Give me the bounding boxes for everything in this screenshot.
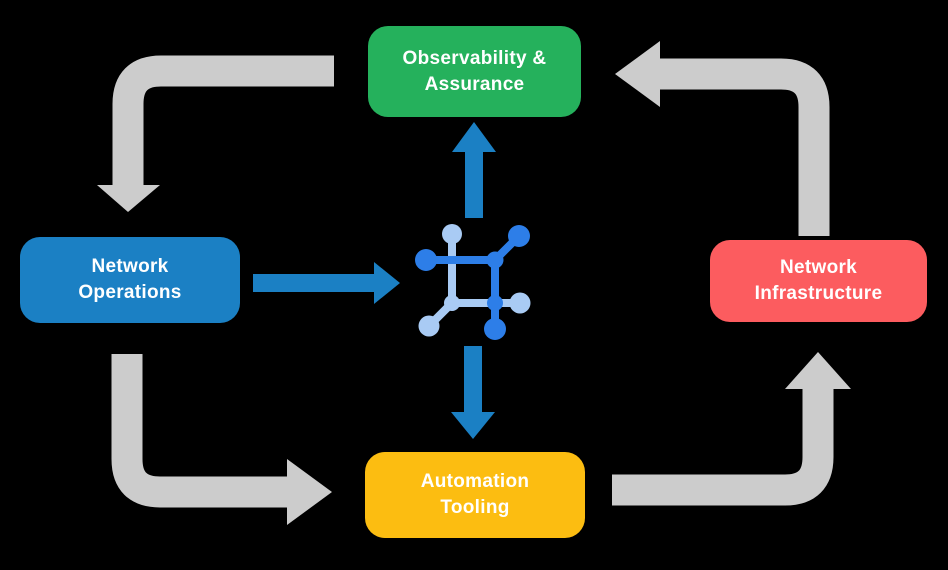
arrow-infrastructure-to-observability (615, 41, 830, 236)
node-network-infrastructure: Network Infrastructure (710, 240, 927, 322)
arrow-head (374, 262, 400, 304)
arrow-head (452, 122, 496, 152)
arrow-elbow (612, 389, 834, 506)
icon-dark-dots (415, 225, 530, 340)
network-mesh-icon (415, 224, 531, 340)
icon-node-top (442, 224, 462, 244)
icon-light-dots (418, 224, 531, 337)
node-label-line1: Automation (420, 471, 530, 492)
node-label-line2: Infrastructure (754, 283, 883, 304)
node-label-line1: Network (779, 257, 858, 278)
icon-node-bottom-left (418, 315, 440, 337)
arrow-head (785, 352, 851, 389)
node-label-line2: Tooling (440, 497, 510, 518)
arrow-observability-to-operations (97, 55, 334, 212)
arrow-head (615, 41, 660, 107)
arrow-elbow (112, 55, 334, 186)
icon-junction-bottom-right (487, 295, 503, 311)
arrow-head (97, 185, 160, 212)
arrow-operations-to-tooling (111, 354, 332, 525)
arrow-elbow (111, 354, 288, 508)
arrow-center-to-observability (452, 122, 496, 218)
icon-junction-top-right (486, 251, 504, 269)
node-label-line1: Network (91, 256, 169, 277)
node-label-line2: Assurance (424, 73, 525, 95)
node-label-line1: Observability & (402, 47, 547, 69)
icon-node-bottom (484, 318, 506, 340)
arrow-tooling-to-infrastructure (612, 352, 851, 506)
arrow-head (451, 412, 495, 439)
arrow-operations-to-center (253, 262, 400, 304)
node-observability-assurance: Observability & Assurance (368, 26, 581, 117)
arrow-center-to-tooling (451, 346, 495, 439)
node-network-operations: Network Operations (20, 237, 240, 323)
node-label-line2: Operations (78, 282, 182, 303)
icon-junction-bottom-left (444, 295, 460, 311)
arrow-head (287, 459, 332, 525)
icon-node-top-right (508, 225, 530, 247)
icon-node-left (415, 249, 437, 271)
icon-node-right (509, 292, 531, 314)
node-automation-tooling: Automation Tooling (365, 452, 585, 538)
arrow-elbow (659, 58, 830, 236)
